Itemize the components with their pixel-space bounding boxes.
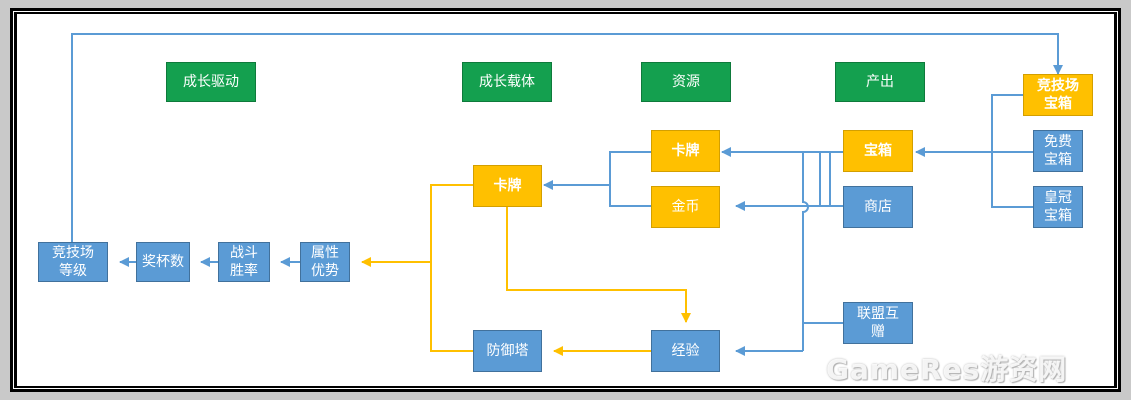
node-chest: 宝箱 [843, 130, 913, 172]
connector-resources-merge [609, 151, 651, 207]
node-arena-chest: 竞技场 宝箱 [1023, 74, 1093, 116]
connector-arena-chest-bracket [991, 94, 1033, 208]
node-resource-cards: 卡牌 [651, 130, 720, 172]
header-growth-carrier: 成长载体 [462, 62, 552, 102]
header-output: 产出 [835, 62, 925, 102]
node-attribute-advantage: 属性 优势 [300, 242, 350, 282]
connector-cards-to-experience [506, 207, 691, 323]
node-shop: 商店 [843, 186, 913, 228]
node-win-rate: 战斗 胜率 [218, 242, 270, 282]
node-alliance-mutual-gift: 联盟互 赠 [843, 302, 913, 344]
header-growth-driver: 成长驱动 [166, 62, 256, 102]
node-trophies: 奖杯数 [136, 242, 190, 282]
header-resources: 资源 [641, 62, 731, 102]
connector-alliance-to-experience [802, 152, 843, 324]
watermark-logo: GameRes游资网 [826, 353, 1068, 386]
node-arena-level: 竞技场 等级 [38, 242, 108, 282]
node-experience: 经验 [651, 330, 720, 372]
node-carrier-cards: 卡牌 [473, 165, 542, 207]
node-gold: 金币 [651, 186, 720, 228]
node-free-chest: 免费 宝箱 [1033, 130, 1083, 172]
frame-border-line [13, 11, 1118, 389]
connector-arena-level-to-arena-chest [71, 33, 1063, 242]
connector-carrier-cards-to-attribute [430, 184, 473, 352]
node-crown-chest: 皇冠 宝箱 [1033, 186, 1083, 228]
node-defense-tower: 防御塔 [473, 330, 542, 372]
